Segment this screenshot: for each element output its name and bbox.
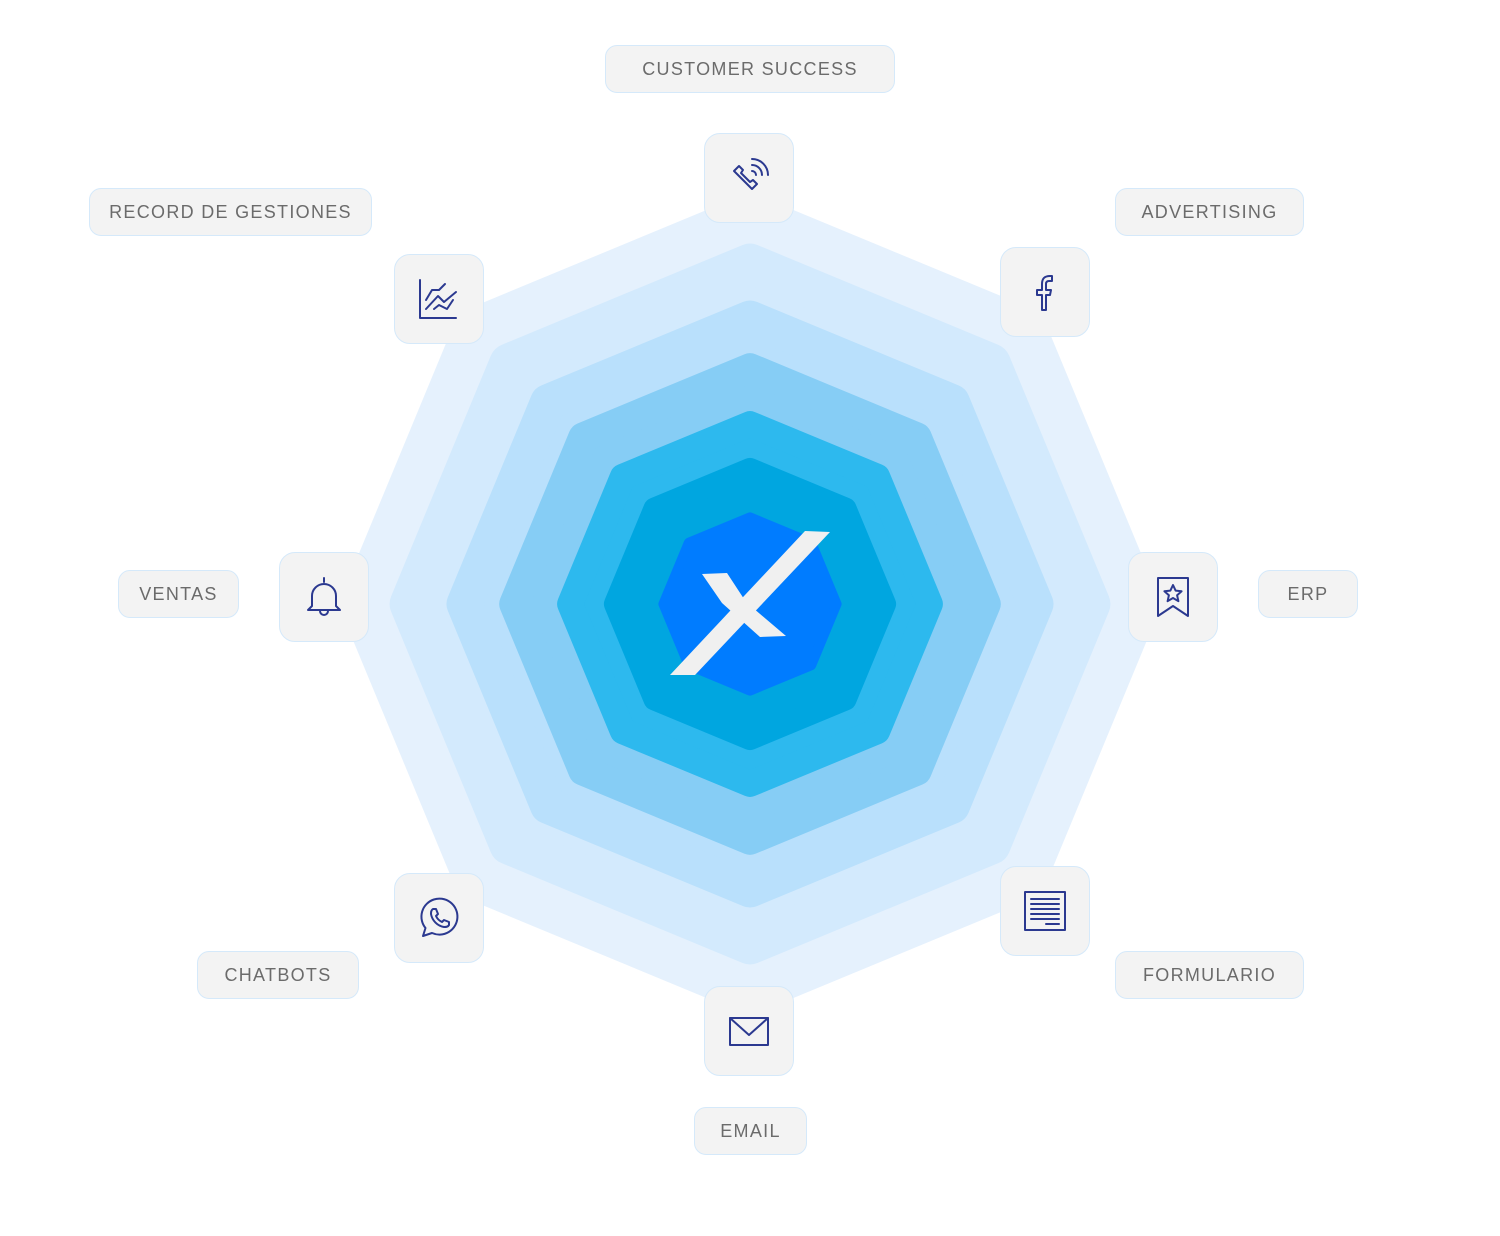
record-de-gestiones-tile[interactable] — [394, 254, 484, 344]
email-tile[interactable] — [704, 986, 794, 1076]
formulario-tile[interactable] — [1000, 866, 1090, 956]
label-formulario: FORMULARIO — [1115, 951, 1304, 999]
phone-ringing-icon — [733, 158, 769, 190]
bell-icon — [307, 577, 341, 616]
customer-success-tile[interactable] — [704, 133, 794, 223]
whatsapp-icon — [420, 897, 459, 937]
ventas-tile[interactable] — [279, 552, 369, 642]
envelope-icon — [729, 1017, 769, 1046]
label-chatbots: CHATBOTS — [197, 951, 359, 999]
label-advertising: ADVERTISING — [1115, 188, 1304, 236]
line-chart-icon — [419, 279, 457, 319]
label-ventas: VENTAS — [118, 570, 239, 618]
logo-long-stroke — [670, 531, 830, 675]
label-email: EMAIL — [694, 1107, 807, 1155]
logo-short-stroke — [702, 573, 786, 637]
erp-tile[interactable] — [1128, 552, 1218, 642]
chatbots-tile[interactable] — [394, 873, 484, 963]
bookmark-star-icon — [1157, 577, 1189, 617]
label-customer-success: CUSTOMER SUCCESS — [605, 45, 895, 93]
advertising-tile[interactable] — [1000, 247, 1090, 337]
document-lines-icon — [1024, 891, 1066, 931]
label-erp: ERP — [1258, 570, 1358, 618]
center-logo — [670, 531, 830, 675]
label-record-de-gestiones: RECORD DE GESTIONES — [89, 188, 372, 236]
facebook-icon — [1036, 275, 1053, 311]
